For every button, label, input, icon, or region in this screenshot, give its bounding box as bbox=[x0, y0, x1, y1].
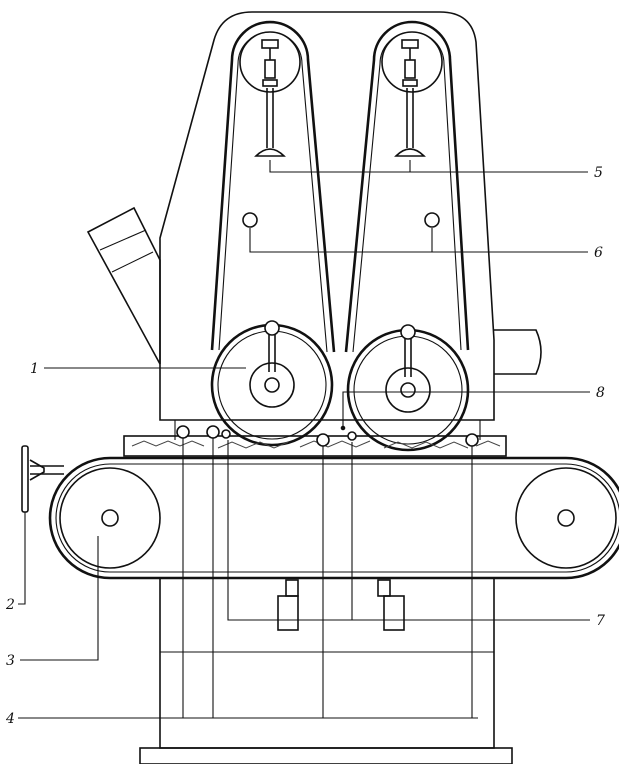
pressure-roller-4 bbox=[465, 433, 479, 447]
sanding-belt-right bbox=[344, 20, 470, 353]
callout-1: 1 bbox=[30, 361, 39, 377]
callout-3: 3 bbox=[6, 653, 15, 669]
upper-idler-left bbox=[239, 31, 301, 93]
pressure-shoe-right bbox=[347, 431, 357, 441]
contact-roller-right bbox=[346, 324, 470, 452]
leader-lines bbox=[18, 160, 590, 719]
callout-2: 2 bbox=[5, 597, 15, 613]
adjust-knob-left bbox=[242, 212, 258, 228]
contact-roller-left bbox=[210, 320, 334, 447]
sanding-belt-left bbox=[210, 20, 336, 353]
conveyor-drum-right bbox=[515, 467, 617, 569]
callout-7: 7 bbox=[596, 613, 605, 629]
callout-4: 4 bbox=[5, 711, 15, 727]
upper-idler-right bbox=[381, 31, 443, 93]
machine-base bbox=[139, 577, 513, 764]
callout-5: 5 bbox=[594, 165, 603, 181]
adjust-knob-right bbox=[424, 212, 440, 228]
callout-6: 6 bbox=[594, 245, 603, 261]
conveyor-drum-left bbox=[59, 467, 161, 569]
lifting-cylinder-left bbox=[277, 579, 299, 631]
tension-spindle-left bbox=[254, 39, 286, 157]
pressure-roller-2 bbox=[206, 425, 220, 439]
workpiece bbox=[123, 435, 507, 457]
dust-hood bbox=[86, 206, 161, 365]
conveyor-belt bbox=[48, 456, 619, 580]
pressure-shoe-left bbox=[221, 429, 231, 439]
callout-8: 8 bbox=[596, 385, 605, 401]
lifting-cylinder-right bbox=[377, 579, 405, 631]
tension-spindle-right bbox=[394, 39, 426, 157]
pressure-roller-3 bbox=[316, 433, 330, 447]
pressure-roller-1 bbox=[176, 425, 190, 439]
handwheel bbox=[21, 445, 64, 513]
machine-housing bbox=[159, 11, 542, 440]
